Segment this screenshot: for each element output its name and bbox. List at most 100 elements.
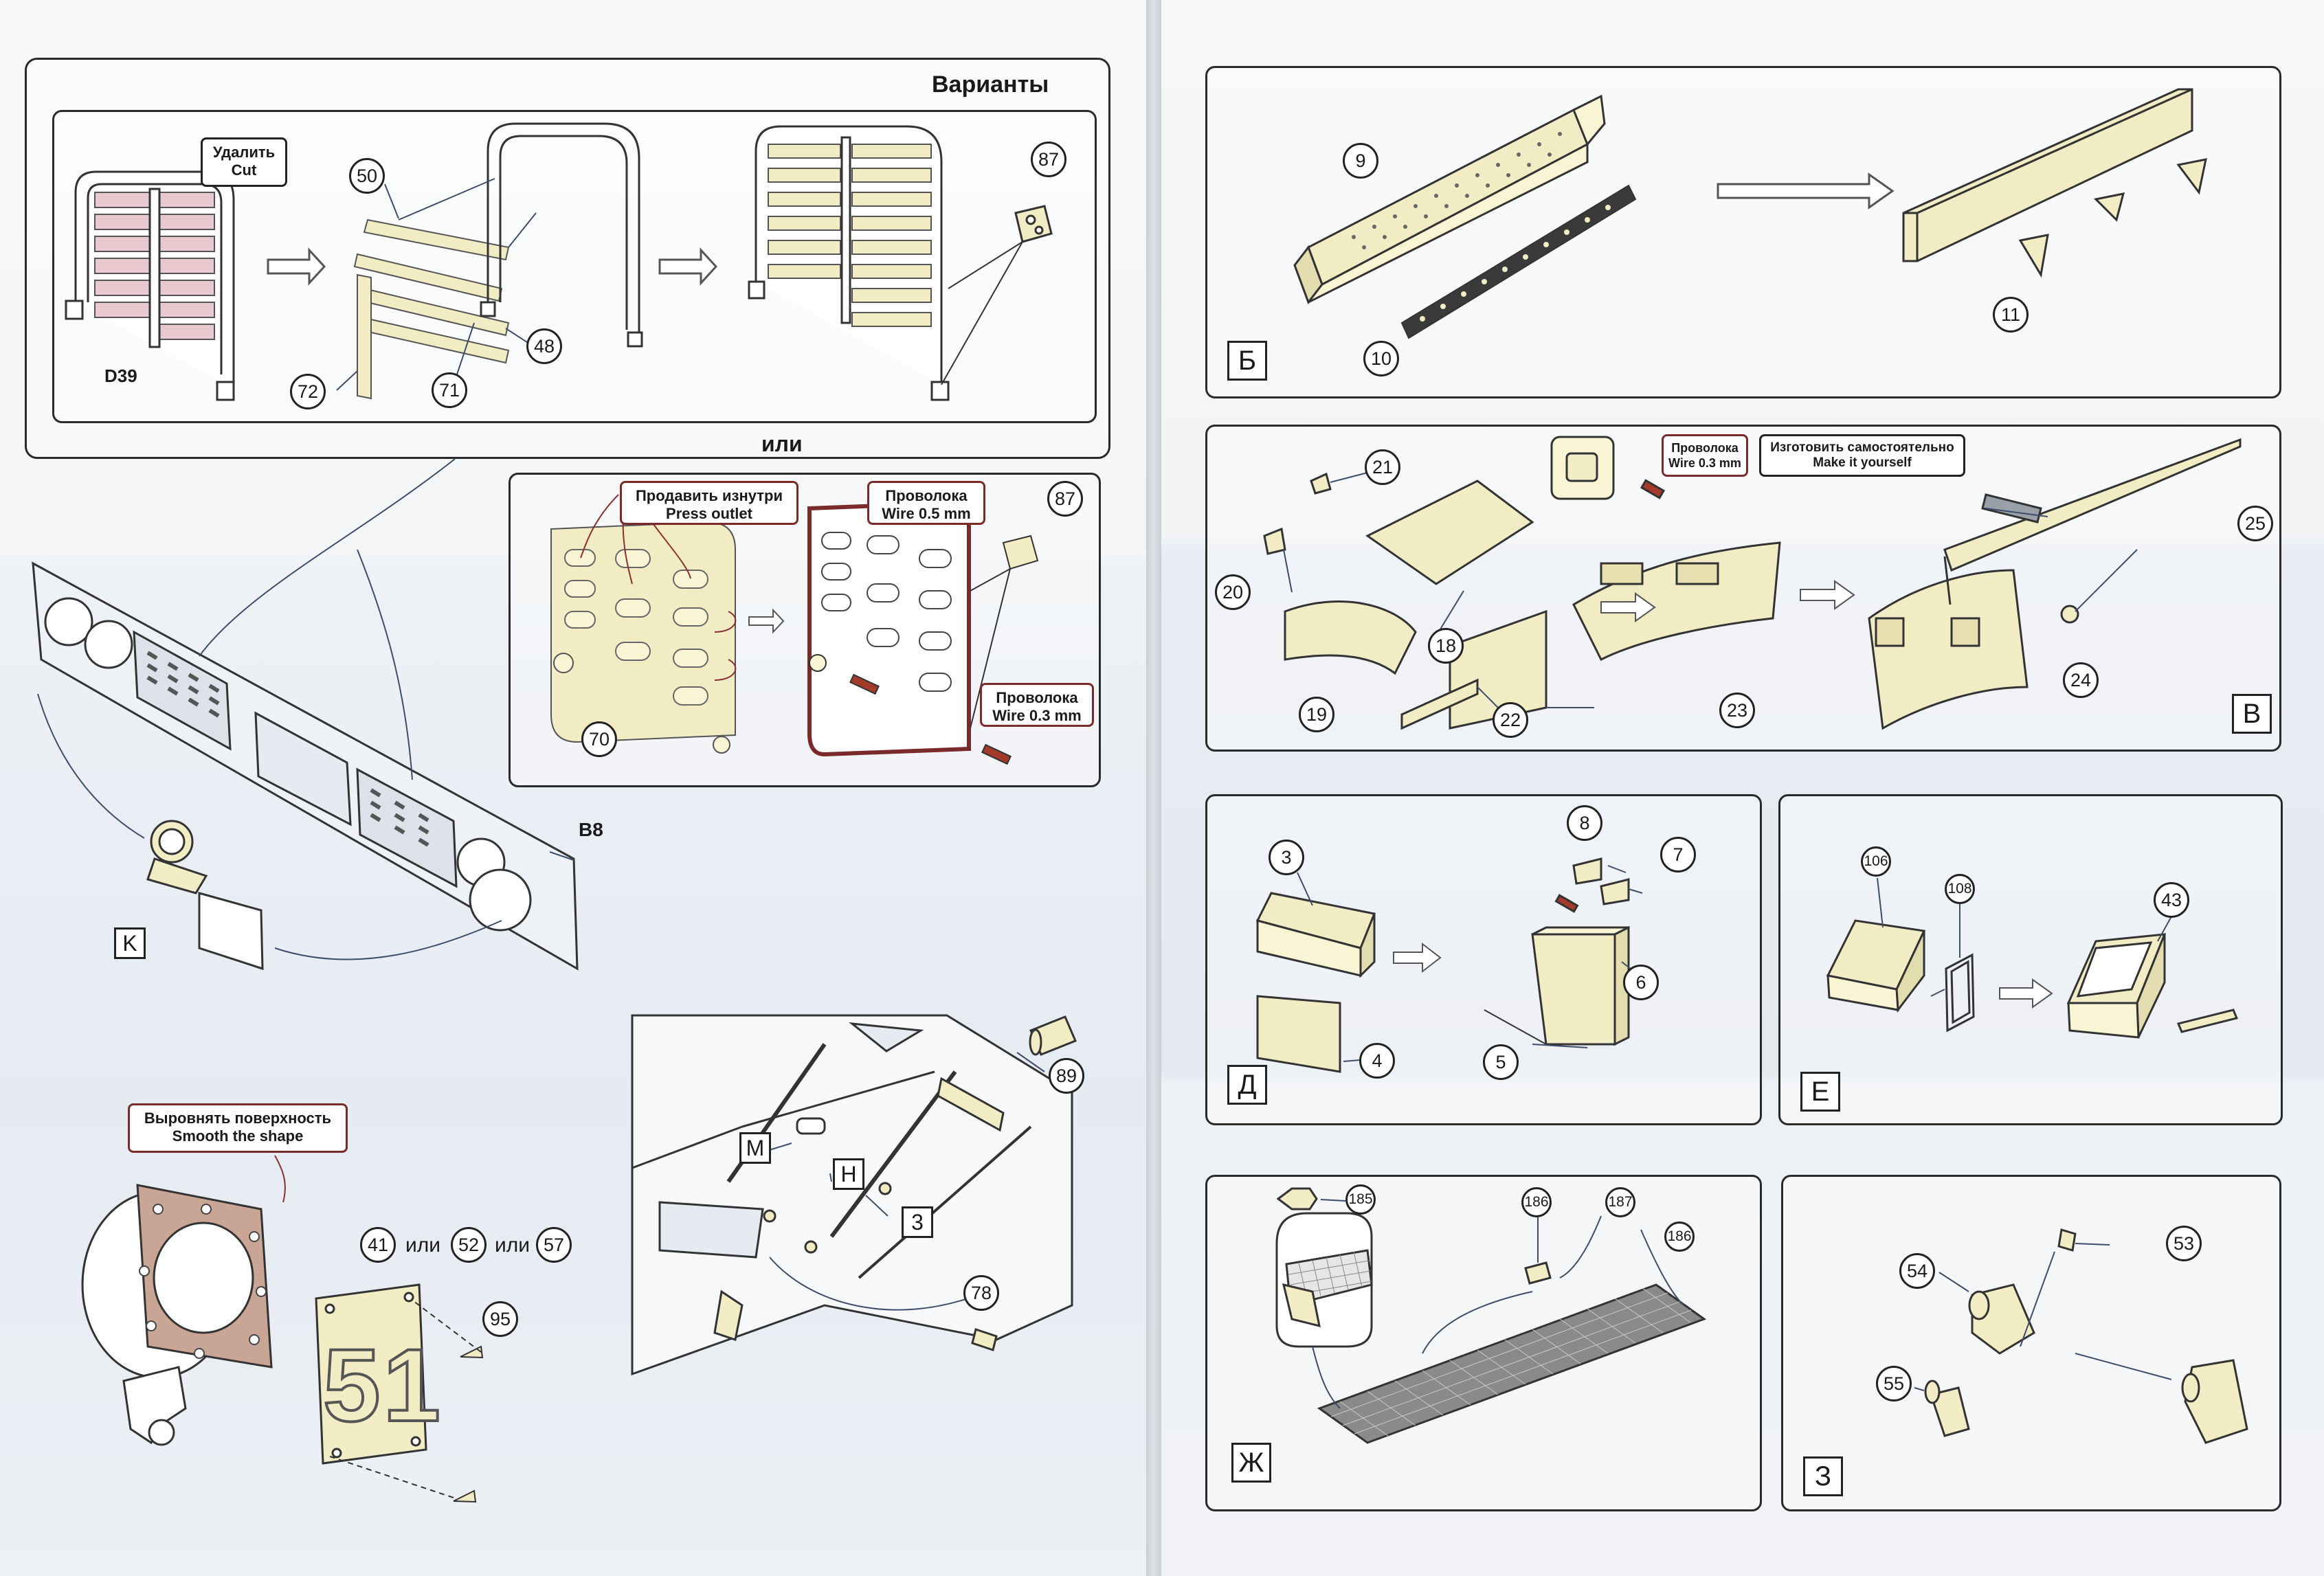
part-22: 22 (1493, 702, 1528, 738)
panel-v-arrow-2 (1800, 580, 1855, 610)
panel-e-arrow (1999, 978, 2053, 1009)
part-70: 70 (581, 721, 617, 757)
part-19: 19 (1299, 697, 1334, 732)
panel-b-artwork (1293, 88, 2207, 339)
panel-d-letter: Д (1227, 1065, 1267, 1105)
perforated-strip-10 (1400, 184, 1637, 339)
wire-03-ru-right: Проволока (1671, 441, 1739, 455)
part-41: 41 (360, 1227, 396, 1263)
part-25: 25 (2237, 506, 2273, 541)
panel-e-letter: Е (1800, 1072, 1840, 1112)
label-h: H (833, 1158, 864, 1190)
part-108: 108 (1945, 874, 1975, 904)
page-fold (1146, 0, 1161, 1576)
part-43: 43 (2154, 882, 2189, 918)
panel-d-artwork (1255, 857, 1644, 1073)
panel-z-artwork (1914, 1228, 2248, 1444)
part-72: 72 (290, 374, 326, 409)
chassis-box (631, 1014, 1073, 1376)
make-yourself-callout: Изготовить самостоятельно Make it yourse… (1759, 434, 1965, 477)
panel-b-arrow (1717, 172, 1895, 210)
smooth-callout: Выровнять поверхность Smooth the shape (128, 1103, 348, 1153)
part-186-a: 186 (1521, 1187, 1552, 1217)
part-185: 185 (1345, 1184, 1376, 1215)
part-187: 187 (1605, 1187, 1635, 1217)
latch-detail (1550, 436, 1666, 500)
label-3: 3 (902, 1206, 933, 1238)
grille-d39 (65, 170, 235, 401)
panel-zh-artwork (1275, 1187, 1707, 1444)
box-3 (1255, 892, 1376, 1073)
panel-e-artwork (1826, 877, 2239, 1039)
cut-callout: Удалить Cut (201, 137, 287, 187)
part-186-b: 186 (1664, 1222, 1695, 1252)
part-20: 20 (1215, 574, 1251, 610)
right-page: 9 10 11 Б (1161, 0, 2324, 1576)
wire-03-en-right: Wire 0.3 mm (1668, 456, 1741, 470)
part-78: 78 (963, 1275, 999, 1311)
panel-zh-letter: Ж (1231, 1443, 1271, 1483)
wire-05-en: Wire 0.5 mm (882, 505, 971, 522)
cut-callout-en: Cut (231, 161, 257, 179)
left-page: Варианты или (0, 0, 1146, 1576)
smooth-ru: Выровнять поверхность (144, 1110, 332, 1127)
part-50: 50 (349, 158, 385, 194)
smooth-en: Smooth the shape (172, 1127, 304, 1145)
part-48: 48 (526, 328, 562, 364)
part-21: 21 (1365, 449, 1400, 485)
part-9: 9 (1343, 143, 1378, 179)
press-outlet-ru: Продавить изнутри (635, 487, 783, 504)
wire-03-callout-left: Проволока Wire 0.3 mm (980, 683, 1094, 727)
panel-v-letter: В (2232, 694, 2272, 734)
part-4: 4 (1359, 1043, 1395, 1079)
fender-assembled (1868, 438, 2242, 730)
variant-1-artwork (65, 122, 1053, 401)
part-95: 95 (482, 1301, 518, 1337)
part-7: 7 (1660, 837, 1696, 873)
panel-z (1781, 1175, 2281, 1511)
part-6: 6 (1623, 965, 1659, 1000)
panel-b-letter: Б (1227, 341, 1267, 381)
mirror-k (146, 820, 264, 971)
part-89-cylinder (1029, 1015, 1077, 1056)
part-53: 53 (2166, 1226, 2202, 1261)
panel-e-leaders (1877, 877, 2172, 997)
mesh-grid-187 (1317, 1261, 1707, 1444)
wire-03-en-left: Wire 0.3 mm (992, 707, 1082, 724)
screws-95 (329, 1301, 484, 1503)
panel-v-arrow-1 (1600, 592, 1656, 622)
frame-108 (1945, 953, 1975, 1033)
smooth-leader (274, 1155, 286, 1203)
label-k: K (114, 927, 146, 959)
label-d39: D39 (104, 365, 137, 386)
part-18: 18 (1428, 628, 1464, 664)
part-23: 23 (1719, 693, 1755, 728)
leaders-v1 (336, 178, 537, 391)
perforated-channel-9 (1293, 94, 1606, 305)
headlight (81, 1184, 273, 1446)
finished-channel (1902, 88, 2207, 278)
dashboard-b8-artwork (32, 458, 579, 971)
make-yourself-ru: Изготовить самостоятельно (1770, 440, 1954, 455)
dashboard-leaders (37, 458, 574, 960)
part-8: 8 (1567, 805, 1602, 841)
headlight-artwork (81, 1155, 484, 1503)
or-between-variants: или (761, 431, 803, 456)
part-24: 24 (2063, 662, 2099, 698)
variant-2-arrow (748, 608, 785, 634)
or-word-1: или (405, 1234, 441, 1257)
part-106: 106 (1861, 846, 1891, 877)
panel-z-letter: З (1803, 1456, 1843, 1496)
part-87-v1: 87 (1031, 142, 1066, 177)
finished-grille (748, 125, 1053, 401)
wire-05-callout: Проволока Wire 0.5 mm (867, 481, 985, 525)
part-89: 89 (1049, 1058, 1084, 1094)
housing-43 (2066, 933, 2239, 1039)
pivot-parts (1924, 1228, 2248, 1444)
part-57: 57 (536, 1227, 572, 1263)
cut-callout-ru: Удалить (212, 144, 276, 161)
fender-parts (1263, 472, 1781, 730)
part-71: 71 (432, 372, 467, 408)
part-54: 54 (1899, 1253, 1935, 1289)
panel-v-artwork (1263, 436, 2242, 730)
